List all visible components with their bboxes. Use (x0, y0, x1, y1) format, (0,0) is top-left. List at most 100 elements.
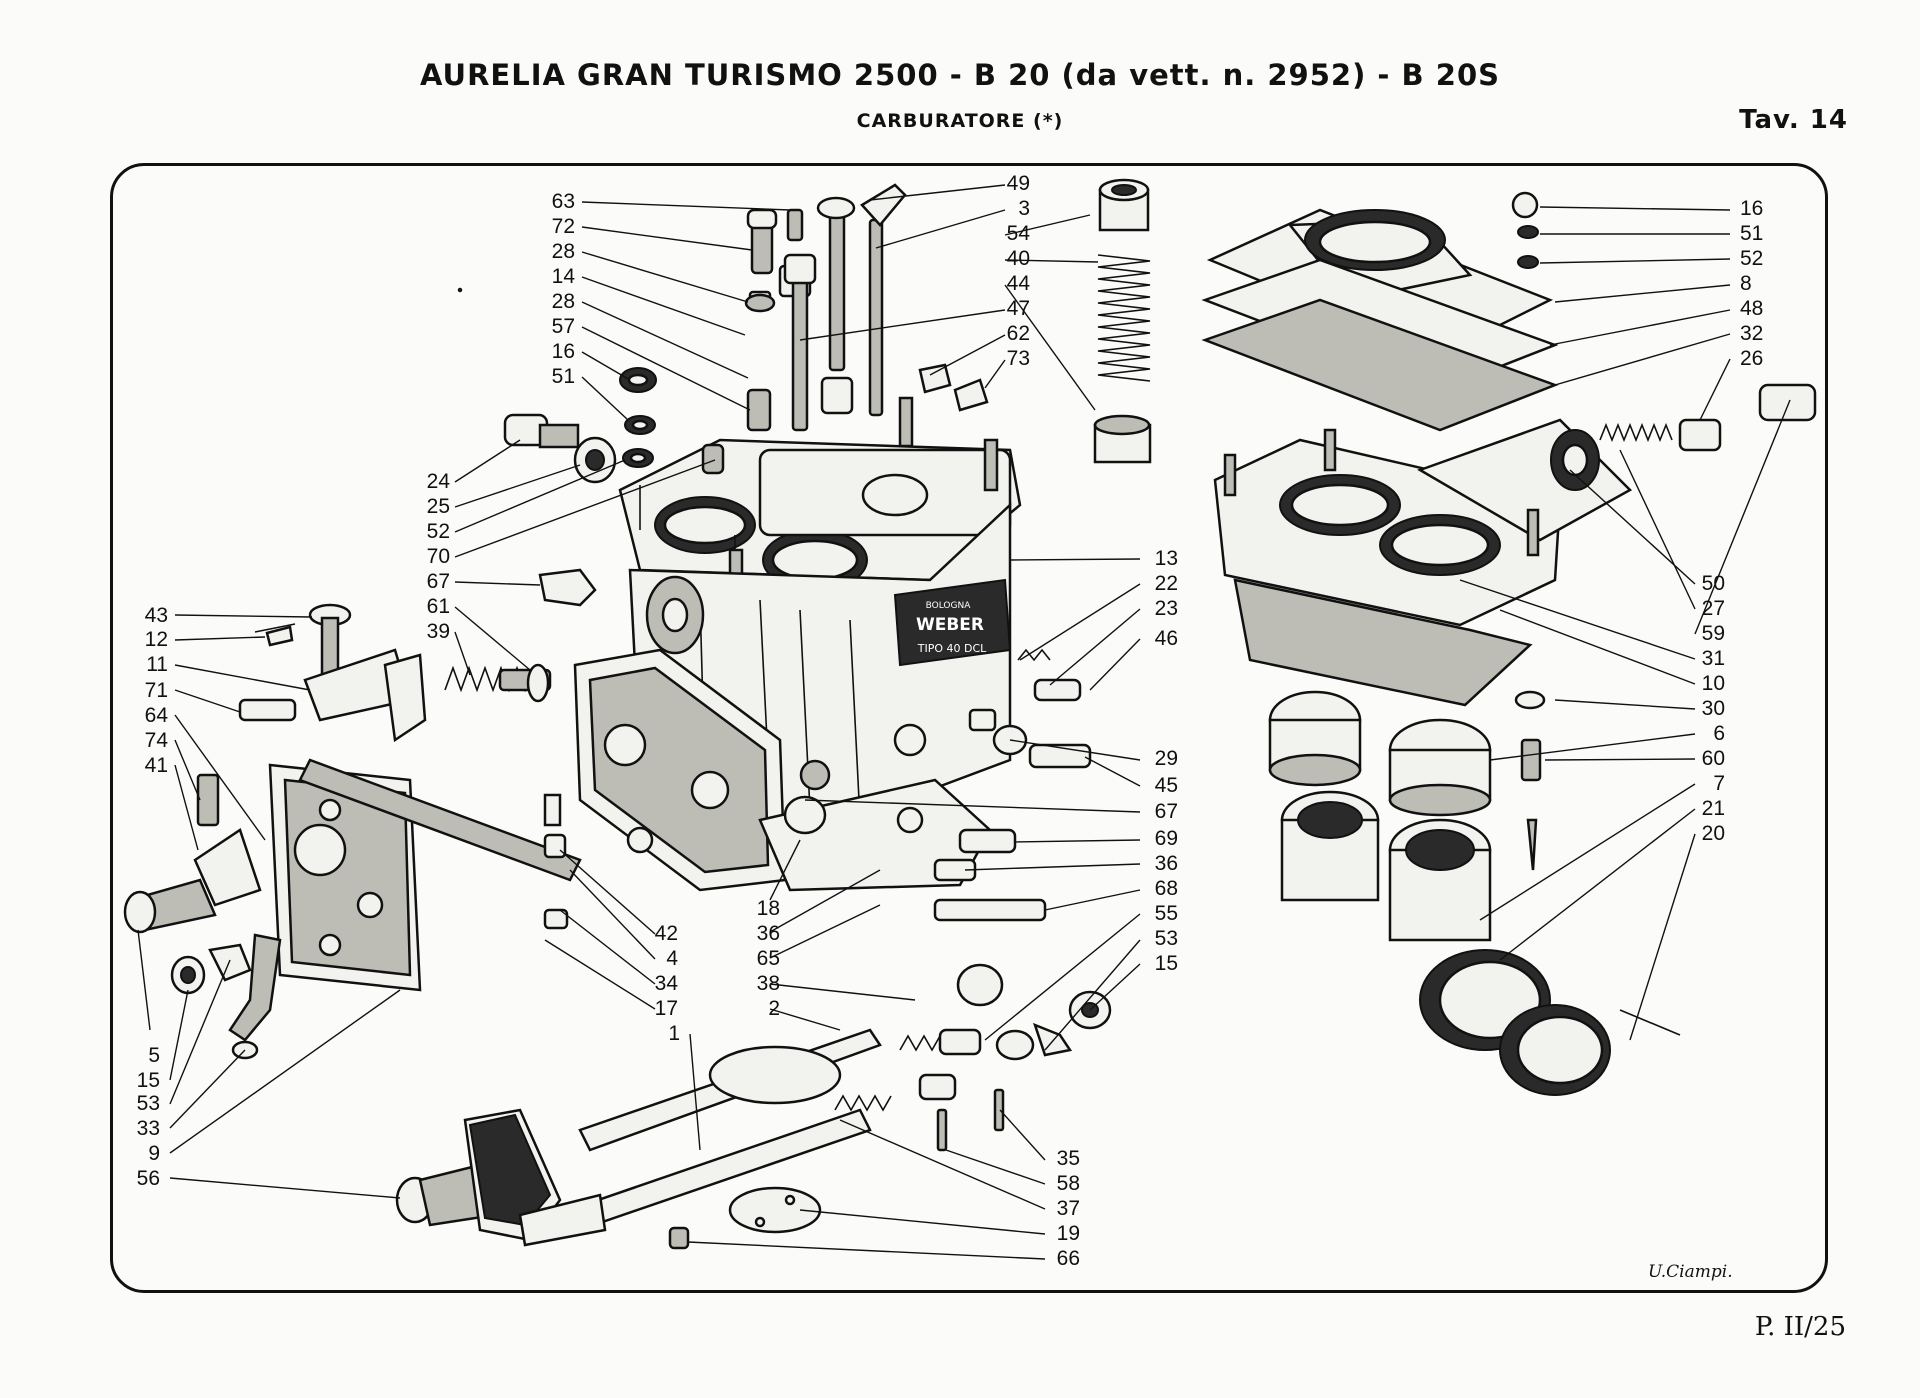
part-callout-60: 60 (1702, 747, 1725, 770)
callout-leader (1554, 333, 1731, 386)
part-callout-2: 2 (768, 997, 780, 1020)
callout-leader (1569, 469, 1696, 585)
callout-leader (1489, 733, 1696, 761)
upper-body-right (1213, 383, 1817, 707)
callout-leader (984, 913, 1141, 1041)
part-callout-66: 66 (1057, 1247, 1080, 1270)
part-callout-43: 43 (145, 604, 168, 627)
part-callout-63: 63 (552, 190, 575, 213)
carburetor-body: BOLOGNA WEBER TIPO 40 DCL (573, 396, 1022, 892)
part-callout-52: 52 (1740, 247, 1763, 270)
callout-leader (454, 606, 531, 671)
callout-leader (799, 1209, 1046, 1235)
page-number: P. II/25 (1754, 1312, 1846, 1342)
callout-leader (769, 869, 881, 933)
callout-leader (769, 904, 881, 959)
callout-leader (1694, 399, 1791, 635)
page-title: AURELIA GRAN TURISMO 2500 - B 20 (da vet… (419, 58, 1501, 92)
callout-leader (169, 989, 189, 1081)
callout-leader (454, 459, 626, 533)
part-callout-30: 30 (1702, 697, 1725, 720)
callout-leader (804, 799, 1141, 813)
part-callout-71: 71 (145, 679, 168, 702)
callout-leader (454, 459, 716, 558)
part-callout-57: 57 (552, 315, 575, 338)
callout-leader (174, 664, 311, 691)
callout-leader (999, 1109, 1046, 1161)
part-callout-14: 14 (552, 265, 576, 288)
callout-leader (1549, 309, 1731, 346)
callout-leader (174, 764, 199, 851)
part-callout-19: 19 (1057, 1222, 1080, 1245)
callout-leader (1544, 758, 1696, 761)
part-callout-1: 1 (668, 1022, 680, 1045)
part-callout-12: 12 (145, 628, 168, 651)
callout-leader (1499, 609, 1696, 685)
part-callout-69: 69 (1155, 827, 1178, 850)
part-callout-20: 20 (1702, 822, 1725, 845)
part-callout-23: 23 (1155, 597, 1178, 620)
callout-leader (984, 359, 1006, 389)
callout-leader (169, 1177, 401, 1199)
part-callout-17: 17 (655, 997, 678, 1020)
callout-leader (1539, 258, 1731, 264)
spring-stack (1093, 178, 1152, 464)
page-subtitle: CARBURATORE (*) (856, 110, 1064, 132)
callout-leader (1459, 579, 1696, 660)
diagram-frame (110, 163, 1828, 1293)
callout-leader (454, 439, 521, 483)
callout-leader (1014, 839, 1141, 843)
callout-leader (1479, 783, 1696, 921)
callout-leader (1004, 284, 1096, 411)
callout-leader (1044, 939, 1141, 1051)
part-callout-41: 41 (145, 754, 168, 777)
callout-leader (945, 1149, 1046, 1185)
part-callout-55: 55 (1155, 902, 1178, 925)
part-callout-24: 24 (427, 470, 451, 493)
part-callout-5: 5 (148, 1044, 160, 1067)
callout-leader (581, 226, 753, 251)
part-callout-47: 47 (1007, 297, 1030, 320)
callout-leader (559, 849, 656, 935)
callout-layer: 6372281428571651493544044476273165152848… (137, 172, 1791, 1270)
part-callout-68: 68 (1155, 877, 1178, 900)
part-callout-59: 59 (1702, 622, 1725, 645)
part-callout-10: 10 (1702, 672, 1725, 695)
callout-leader (581, 351, 631, 381)
callout-leader (687, 1241, 1046, 1260)
part-callout-32: 32 (1740, 322, 1763, 345)
part-callout-40: 40 (1007, 247, 1030, 270)
callout-leader (174, 614, 313, 618)
callout-leader (1049, 608, 1141, 686)
callout-leader (1619, 449, 1696, 610)
part-callout-33: 33 (137, 1117, 160, 1140)
part-callout-7: 7 (1713, 772, 1725, 795)
part-callout-36: 36 (757, 922, 780, 945)
chokes-group (1268, 690, 1681, 1096)
callout-leader (1009, 558, 1141, 561)
callout-leader (689, 1033, 701, 1151)
part-callout-53: 53 (137, 1092, 160, 1115)
callout-leader (581, 301, 749, 379)
callout-leader (174, 689, 241, 713)
part-callout-45: 45 (1155, 774, 1178, 797)
callout-leader (929, 334, 1006, 376)
artist-signature: U.Ciampi. (1648, 1262, 1733, 1282)
callout-leader (1009, 739, 1141, 761)
callout-leader (799, 309, 1006, 341)
part-callout-65: 65 (757, 947, 780, 970)
callout-leader (581, 326, 751, 411)
part-callout-54: 54 (1007, 222, 1031, 245)
callout-leader (1004, 259, 1099, 263)
part-callout-61: 61 (427, 595, 450, 618)
callout-leader (581, 201, 791, 211)
part-callout-39: 39 (427, 620, 450, 643)
callout-leader (581, 276, 746, 336)
nameplate-line1: BOLOGNA (926, 601, 972, 611)
part-callout-26: 26 (1740, 347, 1763, 370)
part-callout-64: 64 (145, 704, 169, 727)
callout-leader (1554, 699, 1696, 710)
callout-leader (174, 636, 266, 641)
callout-leader (1089, 638, 1141, 691)
